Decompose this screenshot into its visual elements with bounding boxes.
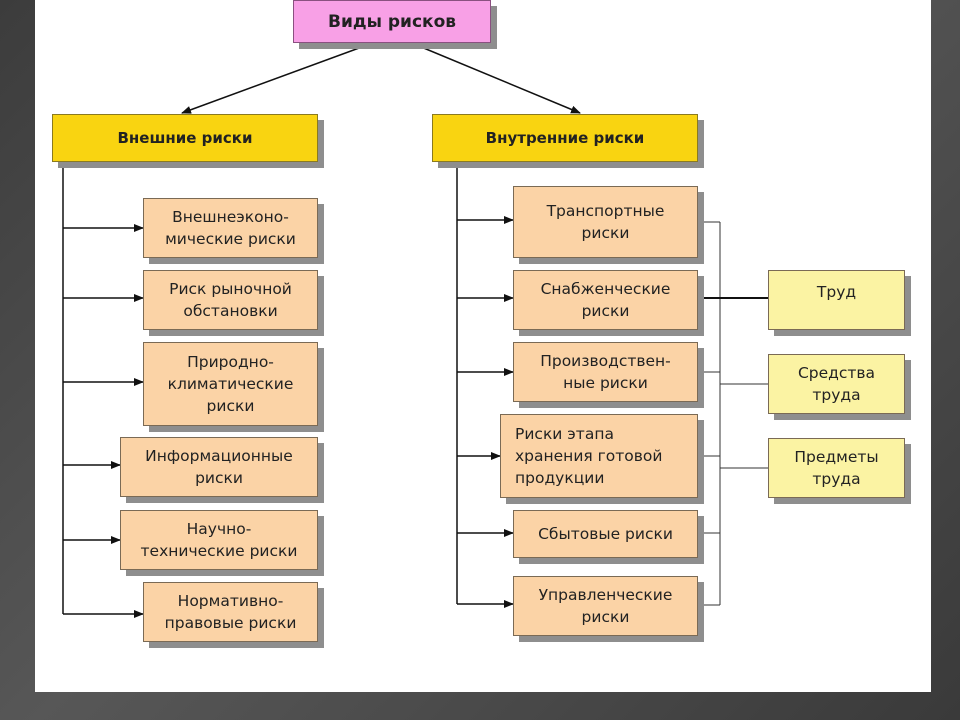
external-risk-item: Нормативно- правовые риски <box>143 582 318 642</box>
internal-risk-item: Снабженческие риски <box>513 270 698 330</box>
resource-item: Средства труда <box>768 354 905 414</box>
internal-risk-item: Транспортные риски <box>513 186 698 258</box>
external-risk-item: Информационные риски <box>120 437 318 497</box>
internal-risk-item: Сбытовые риски <box>513 510 698 558</box>
internal-risk-item: Управленческие риски <box>513 576 698 636</box>
external-risks-header: Внешние риски <box>52 114 318 162</box>
resource-item: Предметы труда <box>768 438 905 498</box>
external-risk-item: Природно- климатические риски <box>143 342 318 426</box>
internal-risk-item: Риски этапа хранения готовой продукции <box>500 414 698 498</box>
internal-risk-item: Производствен- ные риски <box>513 342 698 402</box>
external-risk-item: Научно- технические риски <box>120 510 318 570</box>
arrow-root-internal <box>413 43 581 114</box>
root-node: Виды рисков <box>293 0 491 43</box>
arrow-root-external <box>181 43 371 114</box>
external-risk-item: Внешнеэконо- мические риски <box>143 198 318 258</box>
external-risk-item: Риск рыночной обстановки <box>143 270 318 330</box>
internal-risks-header: Внутренние риски <box>432 114 698 162</box>
resource-item: Труд <box>768 270 905 330</box>
